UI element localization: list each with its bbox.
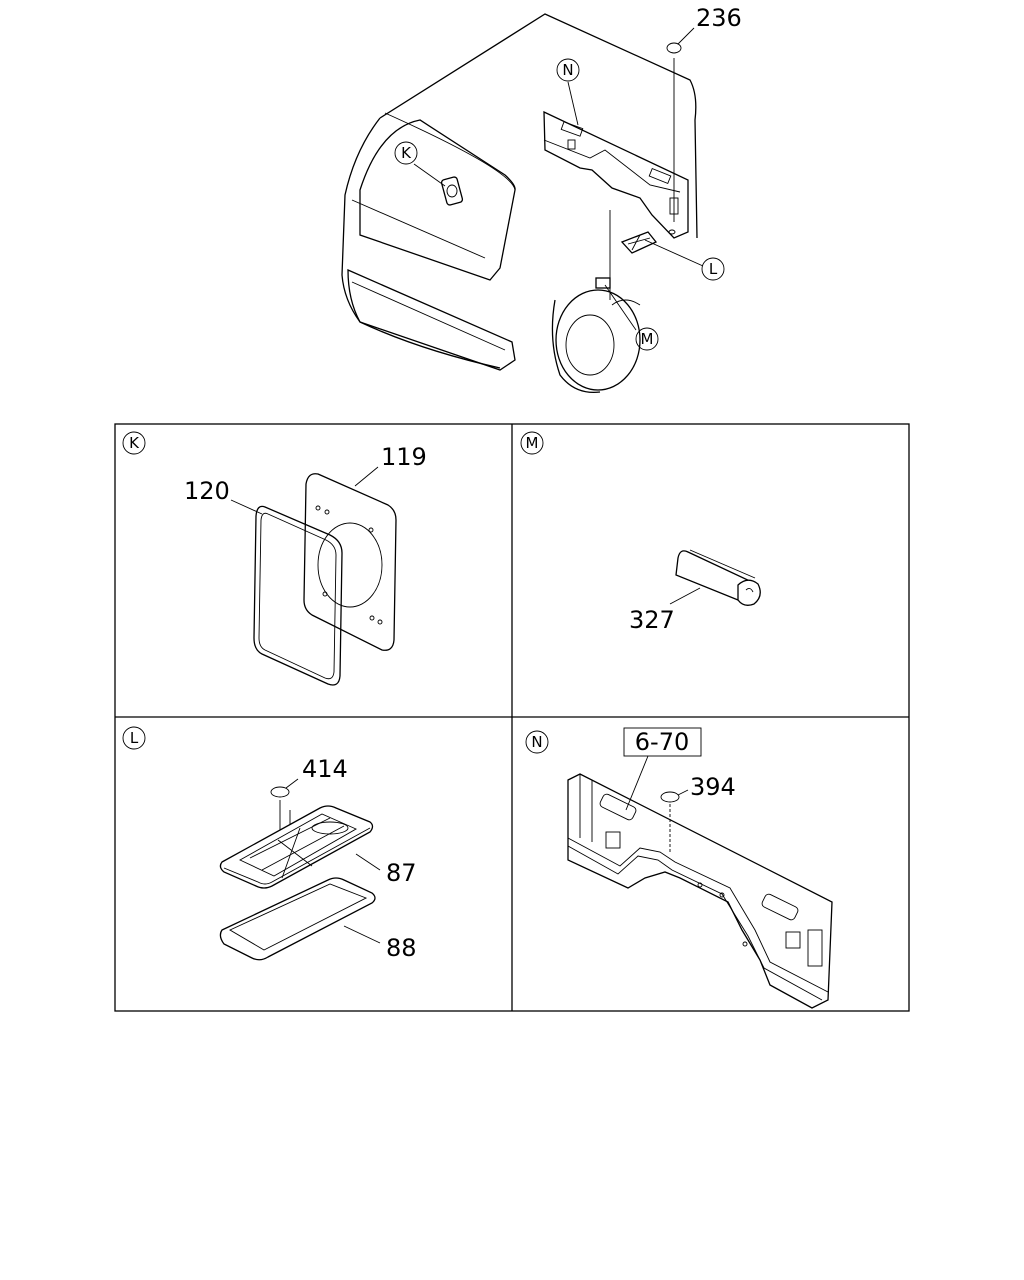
panel-N: N 6-70 394 (525, 727, 833, 1009)
clip-327-icon (675, 549, 761, 606)
part-number-88: 88 (386, 934, 417, 962)
callout-M-overview: M (635, 327, 659, 351)
callout-236: 236 (696, 4, 742, 32)
part-number-236: 236 (696, 4, 742, 32)
plug-236-icon (666, 42, 682, 54)
part-number-120: 120 (184, 477, 230, 505)
callout-L-overview: L (701, 257, 725, 281)
gasket-88-icon (219, 877, 376, 961)
callout-K-overview: K (394, 141, 418, 165)
plug-394-icon (660, 791, 680, 803)
detail-grid (114, 423, 910, 1012)
overview-leaders (413, 27, 704, 331)
panel-M: M 327 (520, 431, 761, 634)
callout-letter-M: M (641, 330, 654, 348)
part-number-394: 394 (690, 773, 736, 801)
callout-letter-K: K (401, 144, 412, 162)
callout-letter-L: L (709, 260, 718, 278)
callout-N-overview: N (556, 58, 580, 82)
panel-letter-M: M (526, 434, 539, 452)
part-number-414: 414 (302, 755, 348, 783)
panel-letter-N: N (531, 733, 542, 751)
quarter-panel-inner-icon (567, 773, 833, 1009)
fuel-lid-plate-icon (303, 473, 397, 651)
panel-letter-L: L (130, 729, 139, 747)
vehicle-overview (341, 13, 698, 394)
reference-6-70: 6-70 (635, 728, 689, 756)
part-number-87: 87 (386, 859, 417, 887)
callout-letter-N: N (562, 61, 573, 79)
access-cover-87-icon (219, 805, 374, 889)
panel-L: L 414 87 88 (122, 726, 417, 962)
panel-letter-K: K (129, 434, 140, 452)
reference-box (623, 727, 702, 757)
part-number-119: 119 (381, 443, 427, 471)
panel-K: K 119 120 (122, 431, 427, 686)
part-number-327: 327 (629, 606, 675, 634)
plug-414-icon (270, 786, 290, 798)
